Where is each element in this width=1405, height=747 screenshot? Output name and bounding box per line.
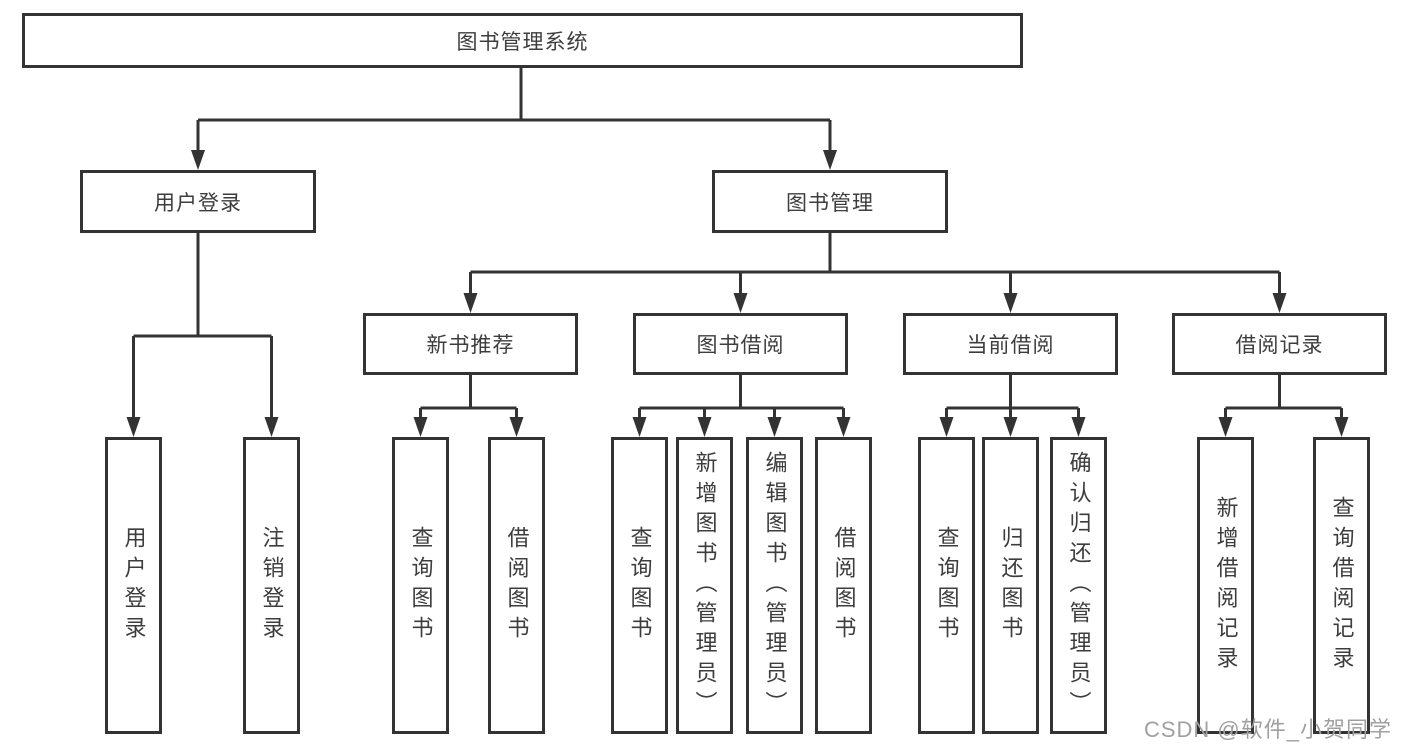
node-user-login: 用户登录 [80, 170, 316, 233]
leaf-user-login: 用户登录 [105, 437, 162, 734]
leaf-query-borrow-record-label: 查询借阅记录 [1329, 495, 1355, 676]
node-book-management: 图书管理 [712, 170, 948, 233]
leaf-query-books-borrow-label: 查询图书 [627, 525, 653, 646]
arrowhead [1334, 417, 1349, 437]
leaf-logout-label: 注销登录 [259, 525, 285, 646]
leaf-add-borrow-record: 新增借阅记录 [1197, 437, 1254, 734]
node-current-borrow-label: 当前借阅 [966, 334, 1055, 357]
arrowhead [413, 417, 428, 437]
leaf-edit-book-admin-label: 编辑图书（管理员） [762, 450, 788, 721]
leaf-confirm-return-admin-label: 确认归还（管理员） [1066, 450, 1092, 721]
edge-new-book-children [419, 375, 518, 421]
arrowhead [1218, 417, 1233, 437]
arrowhead [1003, 293, 1018, 313]
leaf-return-books-label: 归还图书 [998, 525, 1024, 646]
leaf-return-books: 归还图书 [982, 437, 1039, 734]
leaf-user-login-label: 用户登录 [121, 525, 147, 646]
arrowhead [767, 417, 782, 437]
leaf-query-borrow-record: 查询借阅记录 [1313, 437, 1370, 734]
edge-current-borrow-children [945, 375, 1080, 421]
node-borrow-records-label: 借阅记录 [1235, 334, 1324, 357]
leaf-add-book-admin: 新增图书（管理员） [676, 437, 733, 734]
node-new-book-recommend: 新书推荐 [363, 313, 578, 375]
node-root-label: 图书管理系统 [456, 30, 589, 54]
leaf-confirm-return-admin: 确认归还（管理员） [1050, 437, 1107, 734]
leaf-add-book-admin-label: 新增图书（管理员） [692, 450, 718, 721]
arrowhead [126, 417, 141, 437]
edge-book-management-children [469, 233, 1281, 297]
leaf-borrow-books-recommend-label: 借阅图书 [504, 525, 530, 646]
leaf-query-books-current-label: 查询图书 [934, 525, 960, 646]
watermark: CSDN @软件_小贺同学 [1143, 717, 1392, 742]
arrowhead [632, 417, 647, 437]
leaf-borrow-books-borrow: 借阅图书 [815, 437, 872, 734]
leaf-query-books-current: 查询图书 [918, 437, 975, 734]
arrowhead [836, 417, 851, 437]
arrowhead [823, 150, 837, 170]
arrowhead [939, 417, 954, 437]
edge-root-to-level2 [196, 68, 832, 154]
leaf-query-books-recommend: 查询图书 [392, 437, 449, 734]
leaf-borrow-books-borrow-label: 借阅图书 [831, 525, 857, 646]
leaf-borrow-books-recommend: 借阅图书 [488, 437, 545, 734]
node-user-login-label: 用户登录 [154, 191, 242, 215]
arrowhead [1272, 293, 1287, 313]
arrowhead [463, 293, 478, 313]
leaf-logout: 注销登录 [243, 437, 300, 734]
node-new-book-recommend-label: 新书推荐 [426, 334, 515, 357]
arrowhead [1071, 417, 1086, 437]
node-root: 图书管理系统 [22, 13, 1023, 68]
edge-book-borrow-children [638, 375, 845, 421]
arrowhead [509, 417, 524, 437]
leaf-add-borrow-record-label: 新增借阅记录 [1213, 495, 1239, 676]
edge-borrow-records-children [1224, 375, 1343, 421]
edge-user-login-children [132, 233, 273, 421]
leaf-query-books-borrow: 查询图书 [611, 437, 668, 734]
arrowhead [191, 150, 205, 170]
leaf-edit-book-admin: 编辑图书（管理员） [746, 437, 803, 734]
arrowhead [733, 293, 748, 313]
node-borrow-records: 借阅记录 [1172, 313, 1387, 375]
arrowhead [697, 417, 712, 437]
node-book-borrow-label: 图书借阅 [696, 334, 785, 357]
arrowhead [1003, 417, 1018, 437]
node-book-borrow: 图书借阅 [633, 313, 848, 375]
arrowhead [264, 417, 279, 437]
node-current-borrow: 当前借阅 [903, 313, 1118, 375]
leaf-query-books-recommend-label: 查询图书 [408, 525, 434, 646]
node-book-management-label: 图书管理 [786, 191, 874, 215]
